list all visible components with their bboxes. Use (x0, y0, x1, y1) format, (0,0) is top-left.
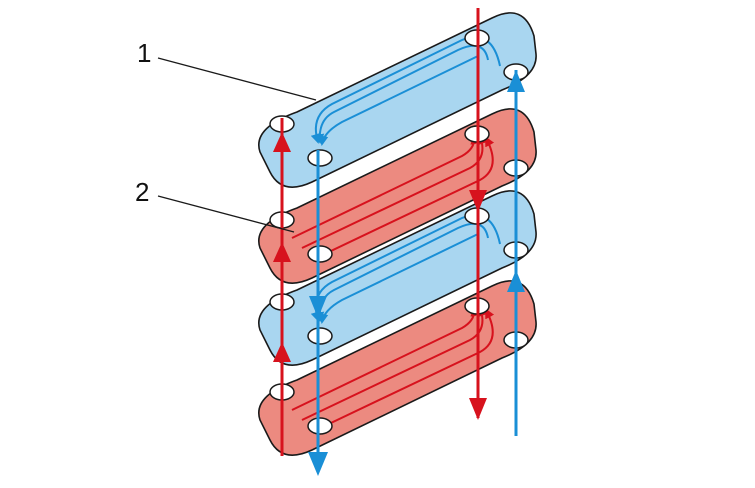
callout-label-1: 1 (137, 38, 152, 68)
cold-down-arrow (309, 296, 327, 318)
port-hole (307, 417, 333, 435)
plate-1-flow-lines (310, 36, 501, 146)
cold-up-arrow (507, 70, 525, 92)
cold-down-arrow (308, 452, 328, 476)
leader-line-2 (157, 195, 295, 233)
cold-outlet-stream (308, 150, 328, 476)
hot-inlet-stream (273, 118, 291, 456)
hot-down-arrow (469, 190, 487, 212)
leader-line-1 (157, 57, 317, 101)
port-hole (307, 245, 333, 263)
cold-up-arrow (507, 270, 525, 292)
cold-inlet-stream (507, 70, 525, 436)
callout-label-2: 2 (135, 177, 150, 207)
hot-outlet-stream (469, 8, 487, 420)
hot-up-arrow (273, 342, 291, 362)
hot-up-arrow (273, 242, 291, 262)
hot-down-arrow (469, 398, 487, 420)
port-hole (307, 149, 333, 167)
plate-1-cold (257, 12, 537, 188)
hot-up-arrow (273, 132, 291, 152)
plate-4-hot (257, 280, 537, 456)
port-hole (307, 327, 333, 345)
